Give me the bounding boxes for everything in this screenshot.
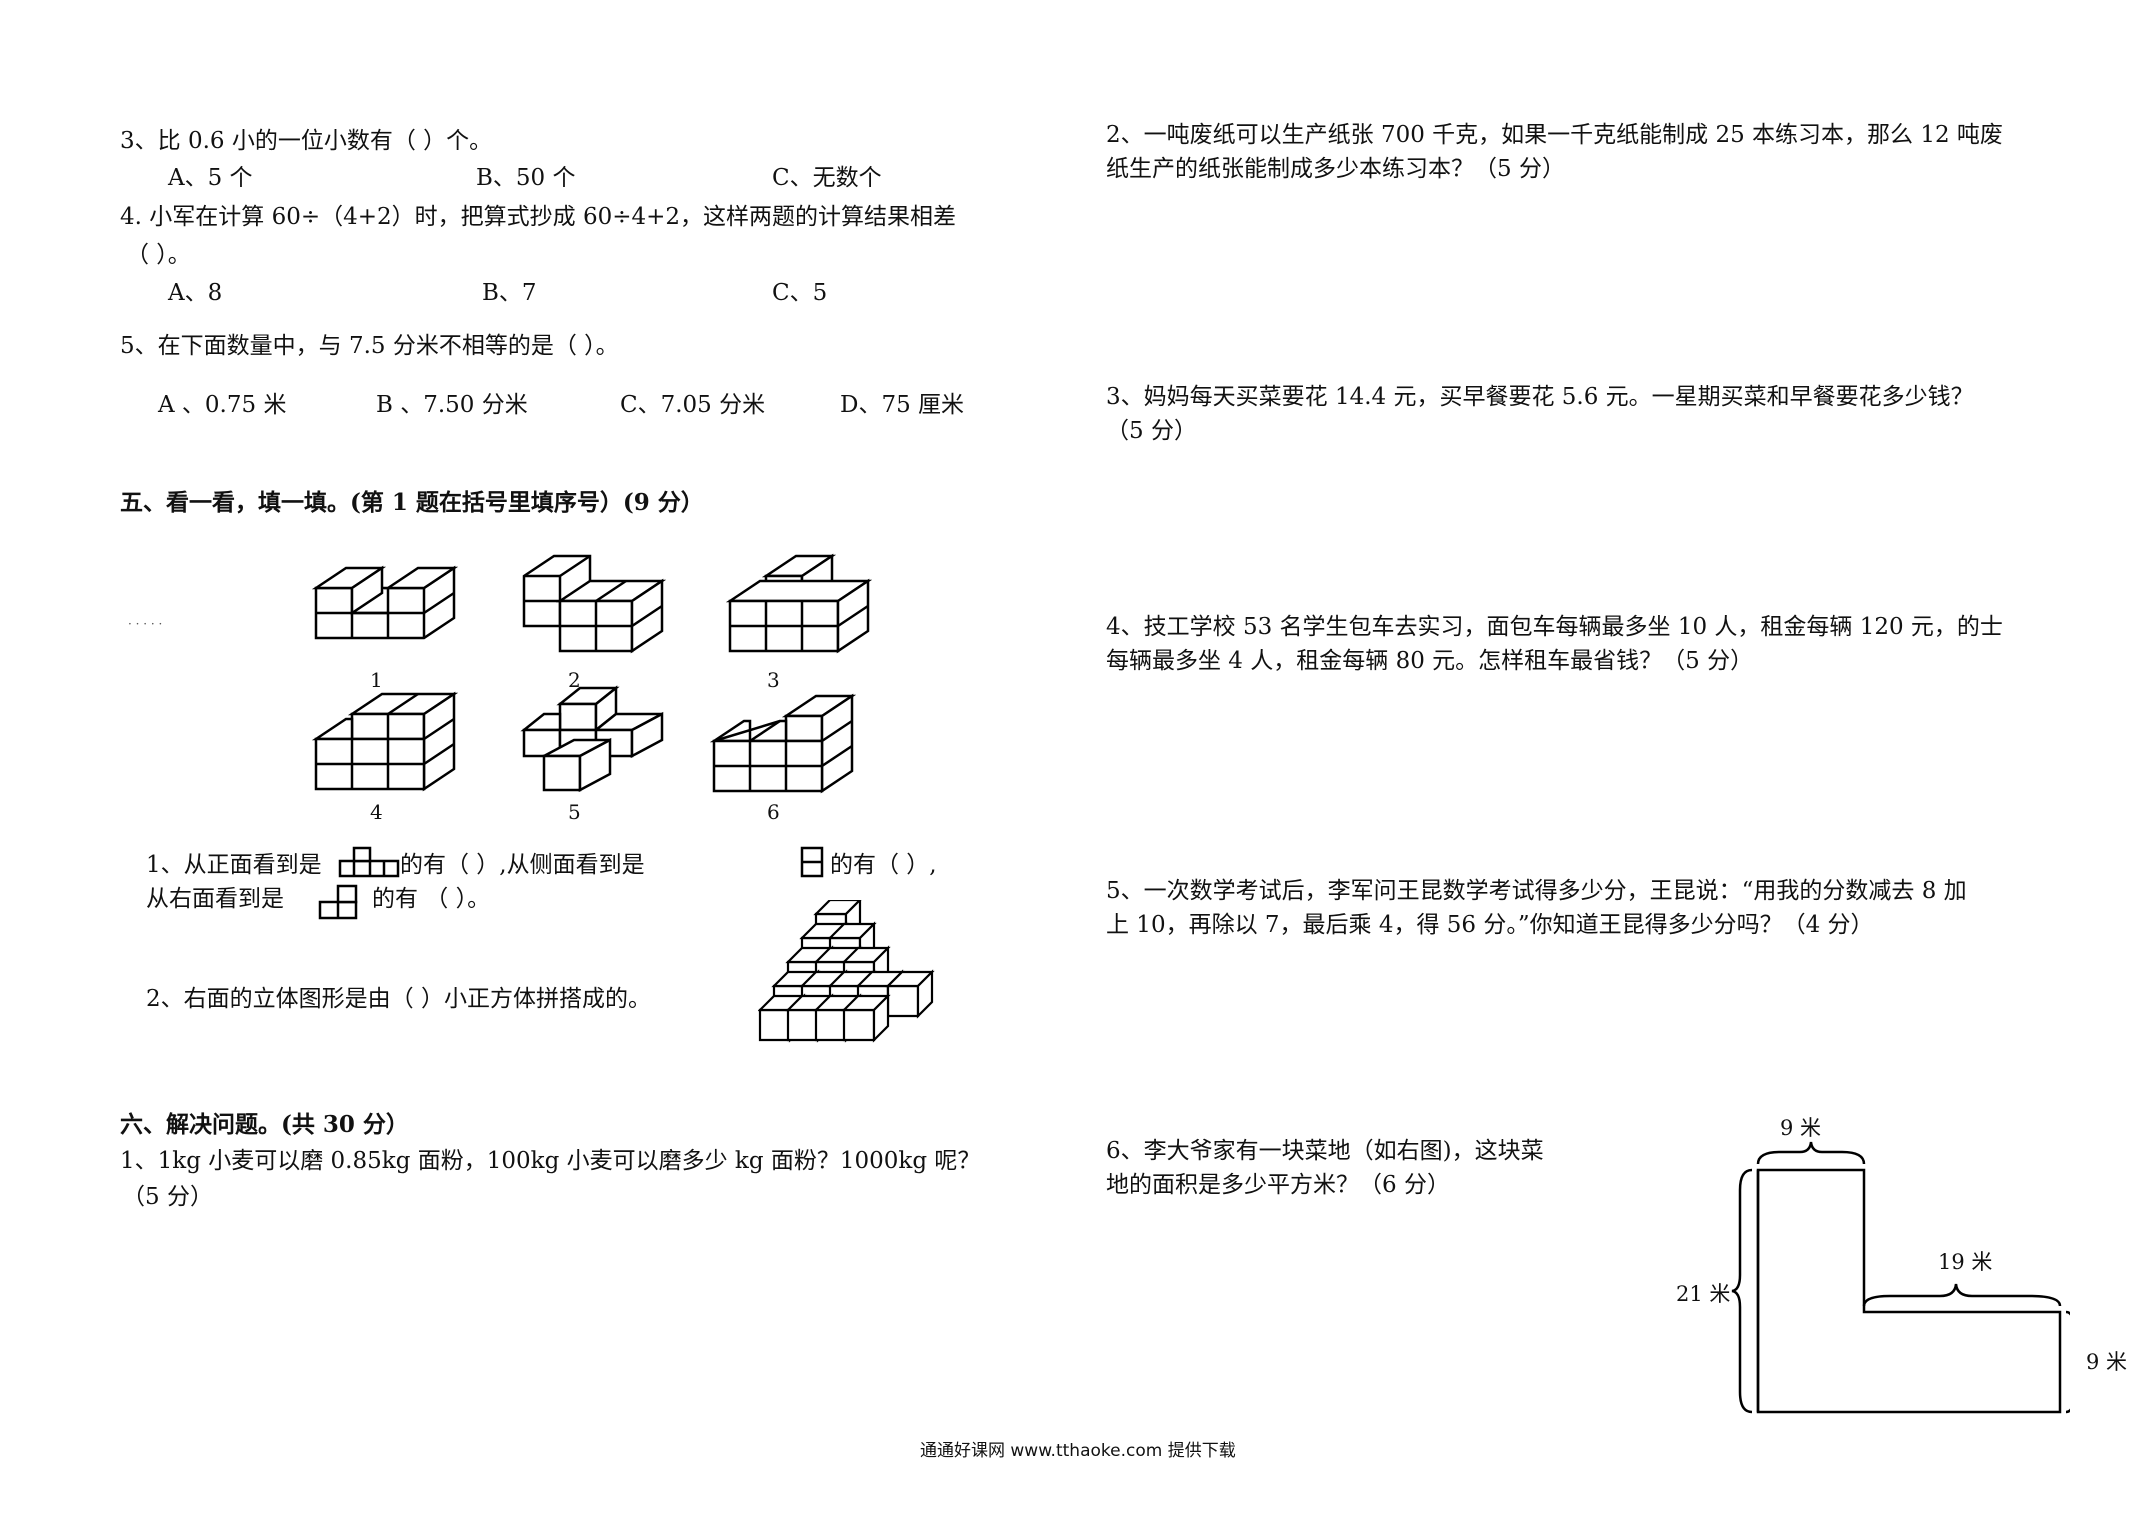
- r-q2-line1: 2、一吨废纸可以生产纸张 700 千克，如果一千克纸能制成 25 本练习本，那么…: [1106, 122, 2003, 148]
- sec5-q2-text: 2、右面的立体图形是由（ ）小正方体拼搭成的。: [146, 986, 651, 1012]
- right-view-shape-icon: [318, 884, 358, 926]
- q4-option-b: B、7: [482, 280, 537, 306]
- q5-option-b: B 、7.50 分米: [376, 392, 528, 418]
- cube-figure-3: [726, 552, 872, 657]
- q3-stem: 3、比 0.6 小的一位小数有（ ）个。: [120, 128, 493, 154]
- figure-label-4: 4: [370, 800, 383, 824]
- sec5-q1-text-e: 的有 （ ）。: [372, 886, 491, 912]
- cube-figure-6: [710, 692, 856, 797]
- r-q3-line2: （5 分）: [1106, 418, 1197, 444]
- cube-figure-1: [312, 560, 458, 660]
- sec5-q1-text-a: 1、从正面看到是: [146, 852, 322, 878]
- q5-option-d: D、75 厘米: [840, 392, 965, 418]
- dim-top-label: 9 米: [1780, 1116, 1822, 1140]
- page-footer: 通通好课网 www.tthaoke.com 提供下载: [920, 1441, 1236, 1461]
- sec6-q1-score: （5 分）: [122, 1184, 213, 1210]
- r-q6-line1: 6、李大爷家有一块菜地（如右图)，这块菜: [1106, 1138, 1544, 1164]
- front-view-shape-icon: [338, 846, 400, 884]
- decorative-dots: · · · · ·: [128, 617, 163, 631]
- cube-figure-2: [520, 552, 666, 657]
- r-q6-line2: 地的面积是多少平方米？（6 分）: [1106, 1172, 1450, 1198]
- figure-label-2: 2: [568, 668, 581, 692]
- r-q3-line1: 3、妈妈每天买菜要花 14.4 元，买早餐要花 5.6 元。一星期买菜和早餐要花…: [1106, 384, 1974, 410]
- q3-option-b: B、50 个: [476, 165, 576, 191]
- dim-right-label: 9 米: [2086, 1350, 2128, 1374]
- sec5-q1-text-c: 的有（ ）,: [830, 852, 937, 878]
- q5-option-c: C、7.05 分米: [620, 392, 766, 418]
- r-q2-line2: 纸生产的纸张能制成多少本练习本？（5 分）: [1106, 156, 1565, 182]
- pyramid-cubes-figure: [758, 900, 948, 1056]
- section-6-title: 六、解决问题。(共 30 分）: [120, 1111, 409, 1138]
- dim-mid-label: 19 米: [1938, 1250, 1993, 1274]
- q3-option-a: A、5 个: [168, 165, 253, 191]
- section-5-title: 五、看一看，填一填。(第 1 题在括号里填序号）(9 分）: [120, 489, 704, 516]
- r-q5-line1: 5、一次数学考试后，李军问王昆数学考试得多少分，王昆说：“用我的分数减去 8 加: [1106, 878, 1967, 904]
- r-q4-line2: 每辆最多坐 4 人，租金每辆 80 元。怎样租车最省钱？（5 分）: [1106, 648, 1754, 674]
- cube-figure-4: [312, 690, 458, 795]
- sec6-q1-text: 1、1kg 小麦可以磨 0.85kg 面粉，100kg 小麦可以磨多少 kg 面…: [120, 1148, 981, 1174]
- figure-label-6: 6: [767, 800, 780, 824]
- q3-option-c: C、无数个: [772, 165, 882, 191]
- figure-label-5: 5: [568, 800, 581, 824]
- sec5-q1-text-b: 的有（ ）,从侧面看到是: [400, 852, 645, 878]
- r-q5-line2: 上 10，再除以 7，最后乘 4，得 56 分。”你知道王昆得多少分吗？（4 分…: [1106, 912, 1874, 938]
- cube-figure-5: [520, 684, 666, 796]
- r-q4-line1: 4、技工学校 53 名学生包车去实习，面包车每辆最多坐 10 人，租金每辆 12…: [1106, 614, 2003, 640]
- sec5-q1-text-d: 从右面看到是: [146, 886, 284, 912]
- l-shape-field-diagram: [1730, 1130, 2070, 1430]
- q4-option-a: A、8: [168, 280, 223, 306]
- figure-label-3: 3: [767, 668, 780, 692]
- side-view-shape-icon: [800, 846, 824, 884]
- dim-left-label: 21 米: [1676, 1282, 1731, 1306]
- q5-option-a: A 、0.75 米: [158, 392, 287, 418]
- q4-option-c: C、5: [772, 280, 828, 306]
- q5-stem: 5、在下面数量中，与 7.5 分米不相等的是（ ）。: [120, 333, 619, 359]
- q4-stem-line2: （ ）。: [126, 242, 191, 268]
- figure-label-1: 1: [370, 668, 383, 692]
- q4-stem: 4. 小军在计算 60÷（4+2）时，把算式抄成 60÷4+2，这样两题的计算结…: [120, 204, 957, 230]
